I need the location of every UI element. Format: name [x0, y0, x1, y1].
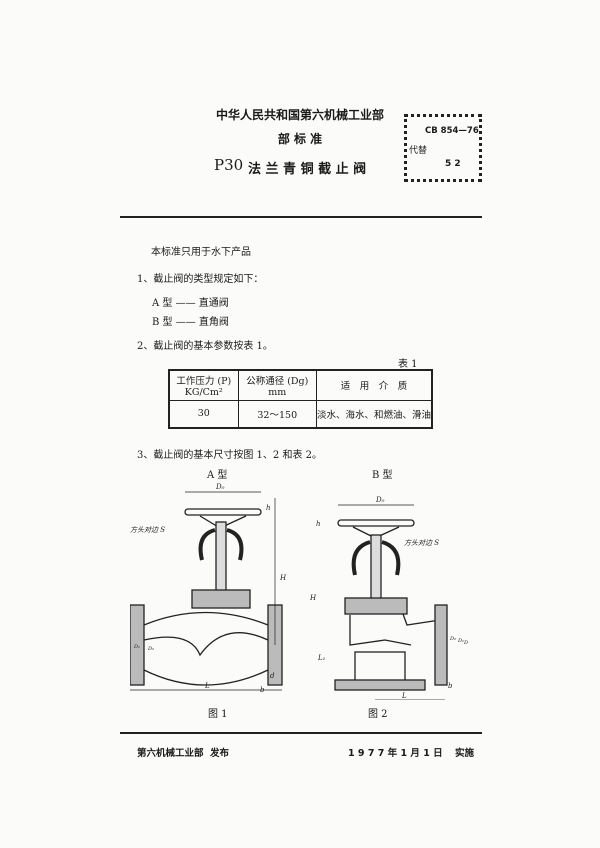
issued-label: 发布 [210, 748, 230, 759]
figure-1-caption: 图 1 [208, 709, 228, 720]
label-D2: D₂ [147, 646, 154, 652]
label-b-D: D [463, 640, 468, 646]
label-D1: D₁ [133, 644, 140, 650]
figure-2-caption: 图 2 [368, 709, 388, 720]
header-pressure: 工作压力 (P)KG/Cm² [168, 369, 239, 401]
pressure-unit: KG/Cm² [184, 386, 223, 398]
label-b-L: L [401, 692, 407, 700]
diameter-unit: mm [268, 386, 287, 398]
table-label: 表 1 [398, 359, 418, 370]
header-medium: 适 用 介 质 [315, 369, 433, 401]
cell-diameter: 32～150 [237, 399, 317, 429]
label-square-s: 方头对边 S [130, 526, 165, 534]
label-b-H: H [309, 594, 317, 602]
standard-code: CB 854—76 [425, 126, 479, 136]
cell-medium: 淡水、海水、和燃油、滑油 [315, 399, 433, 429]
effective-label: 实施 [455, 748, 475, 759]
type-b: B 型 —— 直角阀 [152, 317, 229, 328]
header-rule [120, 216, 482, 218]
label-d: d [270, 672, 275, 680]
label-L: L [204, 682, 210, 690]
scope-text: 本标准只用于水下产品 [151, 247, 251, 258]
ministry-heading: 中华人民共和国第六机械工业部 [215, 108, 384, 122]
parameter-table: 工作压力 (P)KG/Cm² 公称通径 (Dg)mm 适 用 介 质 30 32… [168, 369, 433, 429]
label-H: H [279, 574, 287, 582]
standard-type: 部 标 准 [277, 132, 323, 146]
label-d0: D₀ [215, 483, 225, 491]
label-b-b: b [448, 682, 453, 690]
item-2: 2、截止阀的基本参数按表 1。 [137, 341, 273, 352]
table-row: 30 32～150 淡水、海水、和燃油、滑油 [168, 399, 433, 429]
figure-1-type: A 型 [207, 470, 228, 481]
document-title: 法 兰 青 铜 截 止 阀 [248, 162, 367, 177]
valve-a-drawing [130, 491, 283, 691]
label-h: h [266, 504, 271, 512]
replaces-code: 5 2 [445, 159, 461, 169]
label-b-d0: D₀ [375, 496, 385, 504]
footer-rule [120, 732, 482, 734]
type-a: A 型 —— 直通阀 [152, 298, 229, 309]
valve-b-drawing [334, 504, 448, 700]
label-b-D1: D₁ [457, 638, 464, 644]
pressure-label: 工作压力 (P) [176, 375, 232, 387]
issuer: 第六机械工业部 [137, 748, 204, 759]
label-b: b [260, 686, 265, 694]
label-b-L1: L₁ [317, 654, 326, 662]
item-3: 3、截止阀的基本尺寸按图 1、2 和表 2。 [137, 450, 322, 461]
cell-pressure: 30 [168, 399, 239, 429]
valve-drawings: D₀ h 方头对边 S H D D₁ D₂ d b L D₀ h 方头对边 S … [130, 483, 468, 700]
label-b-square-s: 方头对边 S [404, 539, 439, 547]
diameter-label: 公称通径 (Dg) [246, 375, 309, 387]
code-prefix: P30 [214, 156, 244, 174]
label-b-h: h [316, 520, 321, 528]
item-1: 1、截止阀的类型规定如下： [137, 274, 264, 285]
code-box: CB 854—76 代替 5 2 [404, 114, 482, 182]
figure-2-type: B 型 [372, 470, 393, 481]
replaces-label: 代替 [409, 146, 428, 156]
label-b-D2: D₂ [449, 636, 456, 642]
effective-date: 1 9 7 7 年 1 月 1 日 [348, 748, 443, 759]
header-diameter: 公称通径 (Dg)mm [237, 369, 317, 401]
